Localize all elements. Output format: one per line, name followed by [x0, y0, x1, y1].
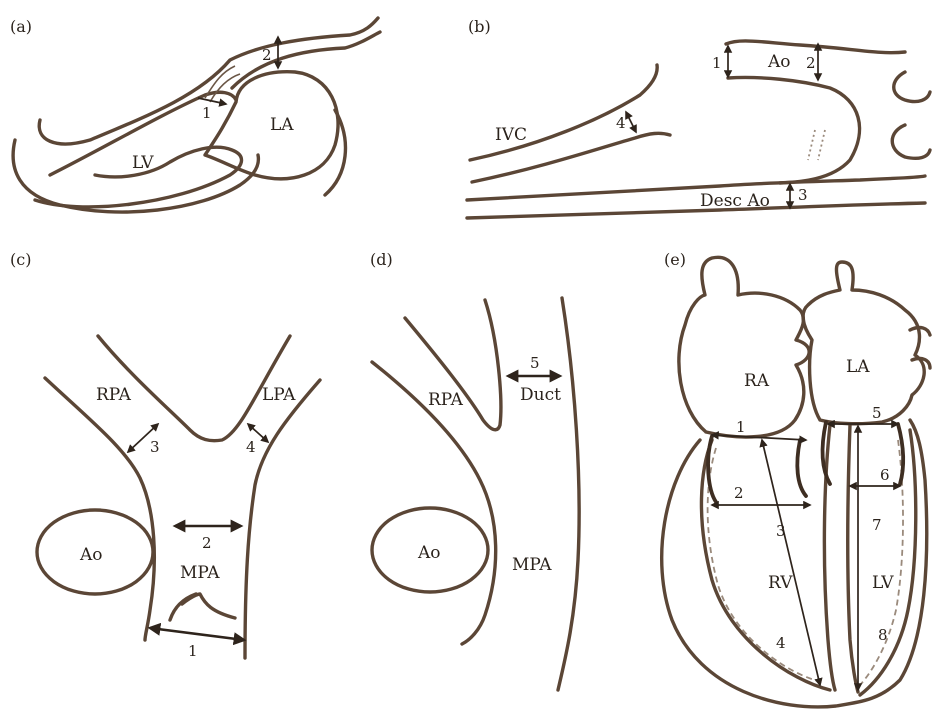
panel-e-rv-dashed: [708, 448, 822, 682]
panel-e-rv-label: RV: [768, 573, 793, 593]
panel-a-letter: (a): [10, 17, 32, 36]
panel-a-aortic-root-outer: [39, 18, 378, 144]
panel-d: (d) 5 RPA Duct Ao MPA: [370, 250, 579, 690]
panel-d-letter: (d): [370, 250, 393, 269]
panel-e-measure-5-label: 5: [872, 404, 882, 422]
panel-a-measure-2-label: 2: [262, 46, 272, 64]
panel-e-measure-2-label: 2: [734, 484, 744, 502]
panel-c-right-wall: [245, 380, 320, 658]
panel-e-tricuspid-leaflet-left: [708, 436, 716, 502]
panel-e-septum-left: [824, 425, 835, 690]
panel-b-branch-2: [892, 125, 930, 158]
panel-a-lv-label: LV: [132, 153, 154, 173]
panel-c-measure-1: [150, 628, 244, 640]
panel-b-ao-label: Ao: [767, 52, 791, 72]
panel-b-measure-3-label: 3: [798, 186, 808, 204]
panel-c-ao-label: Ao: [79, 545, 103, 565]
panel-d-mpa-wall: [558, 298, 579, 690]
panel-b-measure-4-label: 4: [616, 114, 626, 132]
panel-b-measure-1-label: 1: [712, 54, 722, 72]
panel-d-mpa-label: MPA: [512, 555, 552, 575]
panel-d-rpa-upper: [405, 300, 501, 430]
panel-d-duct-label: Duct: [520, 385, 561, 405]
panel-a-measure-1-label: 1: [202, 104, 212, 122]
panel-e-measure-6-label: 6: [880, 466, 890, 484]
panel-b-aorta-inner: [728, 77, 860, 183]
panel-b-branch-1: [894, 72, 930, 102]
panel-b-dotted-1: [808, 130, 815, 160]
panel-e: (e) 1 2 3 4 5 6 7 8: [662, 250, 930, 707]
panel-e-measure-7-label: 7: [872, 516, 882, 534]
panel-c-rpa-label: RPA: [96, 385, 132, 405]
panel-b-desc-aorta-lower: [467, 203, 925, 218]
panel-e-ra: [679, 257, 809, 437]
panel-e-measure-8-label: 8: [878, 626, 888, 644]
panel-d-measure-5-label: 5: [530, 354, 540, 372]
panel-e-measure-4-label: 4: [776, 634, 786, 652]
panel-e-la: [803, 262, 924, 424]
panel-b-ivc-upper: [470, 65, 657, 160]
panel-d-rpa-label: RPA: [428, 390, 464, 410]
panel-d-ao-label: Ao: [417, 543, 441, 563]
panel-c: (c) 1 2 3 4 RPA LPA Ao MPA: [10, 250, 320, 660]
panel-e-tricuspid-leaflet-right: [797, 440, 806, 496]
panel-b-ivc-label: IVC: [495, 125, 527, 145]
panel-e-septum-right: [848, 425, 858, 692]
panel-b: (b) 1 2 3 4 Ao IVC Desc Ao: [467, 17, 930, 218]
panel-b-desc-ao-label: Desc Ao: [700, 191, 770, 211]
panel-e-measure-3-label: 3: [776, 522, 786, 540]
panel-e-lv-label: LV: [872, 573, 894, 593]
panel-c-measure-3-label: 3: [150, 438, 160, 456]
panel-c-measure-1-label: 1: [188, 642, 198, 660]
panel-e-measure-3: [762, 440, 820, 685]
panel-c-mpa-label: MPA: [180, 563, 220, 583]
panel-c-measure-2-label: 2: [202, 534, 212, 552]
panel-b-measure-4: [626, 112, 636, 132]
panel-c-lpa-label: LPA: [262, 385, 296, 405]
panel-c-letter: (c): [10, 250, 31, 269]
panel-a-la-label: LA: [270, 115, 294, 135]
panel-b-measure-2-label: 2: [806, 54, 816, 72]
panel-e-ra-label: RA: [744, 371, 770, 391]
panel-a: (a) 2 1 LV LA: [10, 17, 380, 212]
panel-b-desc-aorta-upper: [467, 176, 925, 200]
panel-e-letter: (e): [664, 250, 686, 269]
panel-c-measure-4-label: 4: [246, 438, 256, 456]
panel-b-letter: (b): [468, 17, 491, 36]
panel-b-dotted-2: [818, 130, 825, 160]
panel-a-la-posterior: [325, 110, 345, 195]
panel-e-la-label: LA: [846, 357, 870, 377]
panel-e-measure-1-label: 1: [736, 418, 746, 436]
panel-b-aorta-top: [726, 41, 905, 53]
